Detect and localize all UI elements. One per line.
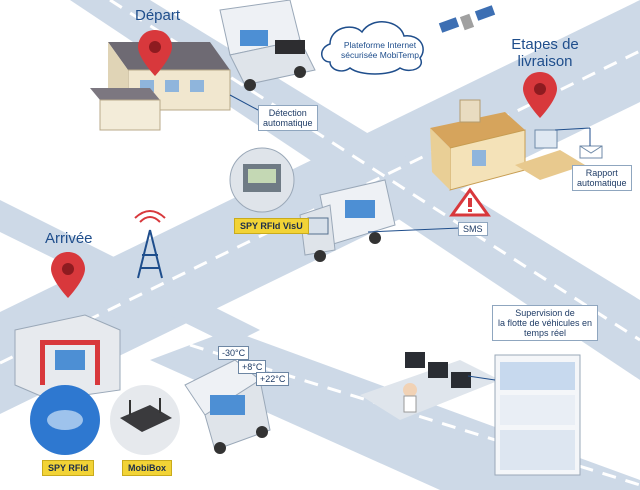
supervision-screen [494, 354, 581, 476]
callout-rapport: Rapport automatique [572, 165, 632, 191]
arrival-container [14, 314, 121, 401]
mobibox-closeup [110, 385, 180, 455]
office-desk [515, 129, 603, 180]
callout-supervision: Supervision de la flotte de véhicules en… [492, 305, 598, 341]
temp-2: +8°C [238, 360, 267, 374]
supervision-line3: temps réel [523, 328, 567, 338]
label-etapes-line2: livraison [517, 53, 573, 70]
label-etapes: Etapes de livraison [510, 36, 580, 70]
plateforme-line1: Plateforme Internet [343, 40, 417, 50]
truck-top [219, 0, 316, 91]
rapport-line1: Rapport [585, 168, 618, 178]
detection-line1: Détection [268, 108, 307, 118]
callout-detection: Détection automatique [258, 105, 318, 131]
pin-arrivee [51, 252, 85, 298]
connector-lines [229, 94, 591, 381]
callout-plateforme: Plateforme Internet sécurisée MobiTemp [335, 40, 425, 60]
satellite [438, 5, 496, 33]
visu-device-closeup [229, 147, 295, 213]
temp-1: -30°C [218, 346, 250, 360]
rapport-line2: automatique [577, 178, 627, 188]
supervision-line1: Supervision de [515, 308, 575, 318]
detection-line2: automatique [263, 118, 313, 128]
tag-rfid: SPY RFId [42, 460, 95, 476]
label-etapes-line1: Etapes de [511, 36, 579, 53]
truck-middle [299, 179, 396, 262]
temp-3: +22°C [256, 372, 290, 386]
pin-etapes [523, 72, 557, 118]
tag-mobibox: MobiBox [122, 460, 172, 476]
pin-depart [138, 30, 172, 76]
alert-triangle-icon [449, 187, 491, 217]
cloud-shape [321, 21, 424, 75]
rfid-device-closeup [30, 385, 100, 455]
delivery-house [430, 99, 526, 191]
tag-visu: SPY RFId VisU [234, 218, 309, 234]
label-depart: Départ [135, 7, 181, 24]
road-left [0, 200, 260, 345]
callout-sms: SMS [458, 222, 488, 236]
supervision-line2: la flotte de véhicules en [497, 318, 593, 328]
control-room [360, 352, 500, 420]
label-arrivee: Arrivée [45, 230, 93, 247]
plateforme-line2: sécurisée MobiTemp [341, 50, 419, 60]
antenna-tower [134, 210, 166, 279]
